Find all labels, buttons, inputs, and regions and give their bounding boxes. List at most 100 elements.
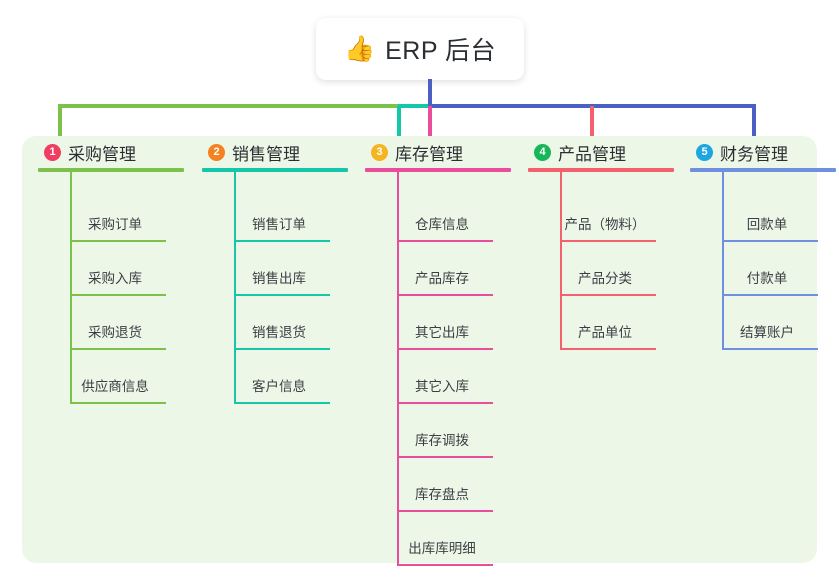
branch-child-item[interactable]: 库存调拨 bbox=[363, 404, 513, 458]
branch-child-item[interactable]: 库存盘点 bbox=[363, 458, 513, 512]
branch-child-item[interactable]: 产品（物料） bbox=[526, 188, 676, 242]
branch-title: 销售管理 bbox=[232, 144, 300, 164]
branch-child-label: 付款单 bbox=[746, 271, 788, 286]
branch-child-rule bbox=[560, 294, 656, 296]
branch-number-badge: 2 bbox=[208, 143, 225, 161]
branch-child-rule bbox=[234, 294, 330, 296]
branch-child-label: 采购订单 bbox=[88, 217, 142, 232]
branch-header-rule bbox=[528, 168, 674, 172]
branch-spacer bbox=[363, 172, 513, 188]
branch-child-item[interactable]: 其它出库 bbox=[363, 296, 513, 350]
branch-child-item[interactable]: 回款单 bbox=[688, 188, 838, 242]
branch-header-rule bbox=[202, 168, 348, 172]
branch-child-item[interactable]: 付款单 bbox=[688, 242, 838, 296]
branch-child-item[interactable]: 销售订单 bbox=[200, 188, 350, 242]
branch-child-item[interactable]: 供应商信息 bbox=[36, 350, 186, 404]
branch-child-item[interactable]: 采购退货 bbox=[36, 296, 186, 350]
branch-child-item[interactable]: 销售退货 bbox=[200, 296, 350, 350]
branch-column-5: 5 财务管理回款单付款单结算账户 bbox=[688, 136, 838, 350]
branch-spacer bbox=[200, 172, 350, 188]
branch-title: 财务管理 bbox=[720, 144, 788, 164]
branch-spine bbox=[560, 172, 562, 350]
branch-column-1: 1 采购管理采购订单采购入库采购退货供应商信息 bbox=[36, 136, 186, 404]
root-node[interactable]: 👍 ERP 后台 bbox=[316, 18, 524, 80]
branch-child-item[interactable]: 采购订单 bbox=[36, 188, 186, 242]
thumbs-up-icon: 👍 bbox=[343, 34, 376, 63]
branch-child-label: 采购入库 bbox=[88, 271, 142, 286]
branch-child-label: 结算账户 bbox=[740, 325, 794, 340]
branch-child-label: 其它入库 bbox=[415, 379, 469, 394]
branch-child-item[interactable]: 产品库存 bbox=[363, 242, 513, 296]
branch-number-badge: 5 bbox=[696, 143, 713, 161]
connector-drop-1 bbox=[58, 106, 62, 138]
branch-child-rule bbox=[397, 456, 493, 458]
branch-children: 销售订单销售出库销售退货客户信息 bbox=[200, 172, 350, 404]
branch-title: 产品管理 bbox=[558, 144, 626, 164]
branch-child-item[interactable]: 出库库明细 bbox=[363, 512, 513, 566]
branch-spacer bbox=[526, 172, 676, 188]
branch-header-1[interactable]: 1 采购管理 bbox=[36, 136, 186, 168]
branch-title: 采购管理 bbox=[68, 144, 136, 164]
branch-child-label: 出库库明细 bbox=[408, 541, 476, 556]
branch-spine bbox=[234, 172, 236, 404]
branch-child-rule bbox=[397, 564, 493, 566]
branch-number-badge: 3 bbox=[371, 143, 388, 161]
branch-child-rule bbox=[70, 294, 166, 296]
branch-child-item[interactable]: 客户信息 bbox=[200, 350, 350, 404]
branch-child-label: 回款单 bbox=[746, 217, 788, 232]
branch-child-item[interactable]: 采购入库 bbox=[36, 242, 186, 296]
branch-child-label: 产品分类 bbox=[578, 271, 632, 286]
branch-child-label: 销售出库 bbox=[252, 271, 306, 286]
branch-children: 回款单付款单结算账户 bbox=[688, 172, 838, 350]
branch-children: 采购订单采购入库采购退货供应商信息 bbox=[36, 172, 186, 404]
branch-child-label: 供应商信息 bbox=[81, 379, 149, 394]
branch-child-item[interactable]: 仓库信息 bbox=[363, 188, 513, 242]
connector-drop-5 bbox=[752, 106, 756, 138]
branch-child-label: 库存盘点 bbox=[415, 487, 469, 502]
branch-spine bbox=[722, 172, 724, 350]
branch-header-rule bbox=[690, 168, 836, 172]
branch-child-rule bbox=[560, 348, 656, 350]
branch-children: 仓库信息产品库存其它出库其它入库库存调拨库存盘点出库库明细 bbox=[363, 172, 513, 566]
branch-child-item[interactable]: 结算账户 bbox=[688, 296, 838, 350]
branch-child-item[interactable]: 产品单位 bbox=[526, 296, 676, 350]
branch-child-item[interactable]: 其它入库 bbox=[363, 350, 513, 404]
branch-child-label: 销售退货 bbox=[252, 325, 306, 340]
branch-child-rule bbox=[722, 348, 818, 350]
branch-child-rule bbox=[397, 240, 493, 242]
branch-child-label: 产品（物料） bbox=[564, 217, 646, 232]
branch-number-badge: 1 bbox=[44, 143, 61, 161]
branch-child-rule bbox=[70, 348, 166, 350]
branch-header-5[interactable]: 5 财务管理 bbox=[688, 136, 838, 168]
branch-child-rule bbox=[234, 402, 330, 404]
branch-header-rule bbox=[365, 168, 511, 172]
branch-child-label: 采购退货 bbox=[88, 325, 142, 340]
connector-drop-4 bbox=[590, 106, 594, 138]
connector-drop-3 bbox=[428, 106, 432, 138]
branch-child-rule bbox=[70, 402, 166, 404]
branch-child-rule bbox=[722, 240, 818, 242]
branch-child-rule bbox=[234, 240, 330, 242]
branch-column-2: 2 销售管理销售订单销售出库销售退货客户信息 bbox=[200, 136, 350, 404]
branch-spacer bbox=[36, 172, 186, 188]
branch-child-rule bbox=[397, 348, 493, 350]
connector-trunk bbox=[428, 79, 432, 104]
branch-header-rule bbox=[38, 168, 184, 172]
branch-child-label: 仓库信息 bbox=[415, 217, 469, 232]
branch-spine bbox=[397, 172, 399, 566]
branch-child-item[interactable]: 产品分类 bbox=[526, 242, 676, 296]
branch-child-rule bbox=[397, 402, 493, 404]
branch-header-2[interactable]: 2 销售管理 bbox=[200, 136, 350, 168]
branch-child-label: 其它出库 bbox=[415, 325, 469, 340]
connector-drop-2 bbox=[397, 106, 401, 138]
branch-child-label: 产品库存 bbox=[415, 271, 469, 286]
connector-bus-green bbox=[58, 104, 400, 108]
branch-spine bbox=[70, 172, 72, 404]
branch-child-rule bbox=[70, 240, 166, 242]
branch-child-item[interactable]: 销售出库 bbox=[200, 242, 350, 296]
branch-children: 产品（物料） 产品分类产品单位 bbox=[526, 172, 676, 350]
